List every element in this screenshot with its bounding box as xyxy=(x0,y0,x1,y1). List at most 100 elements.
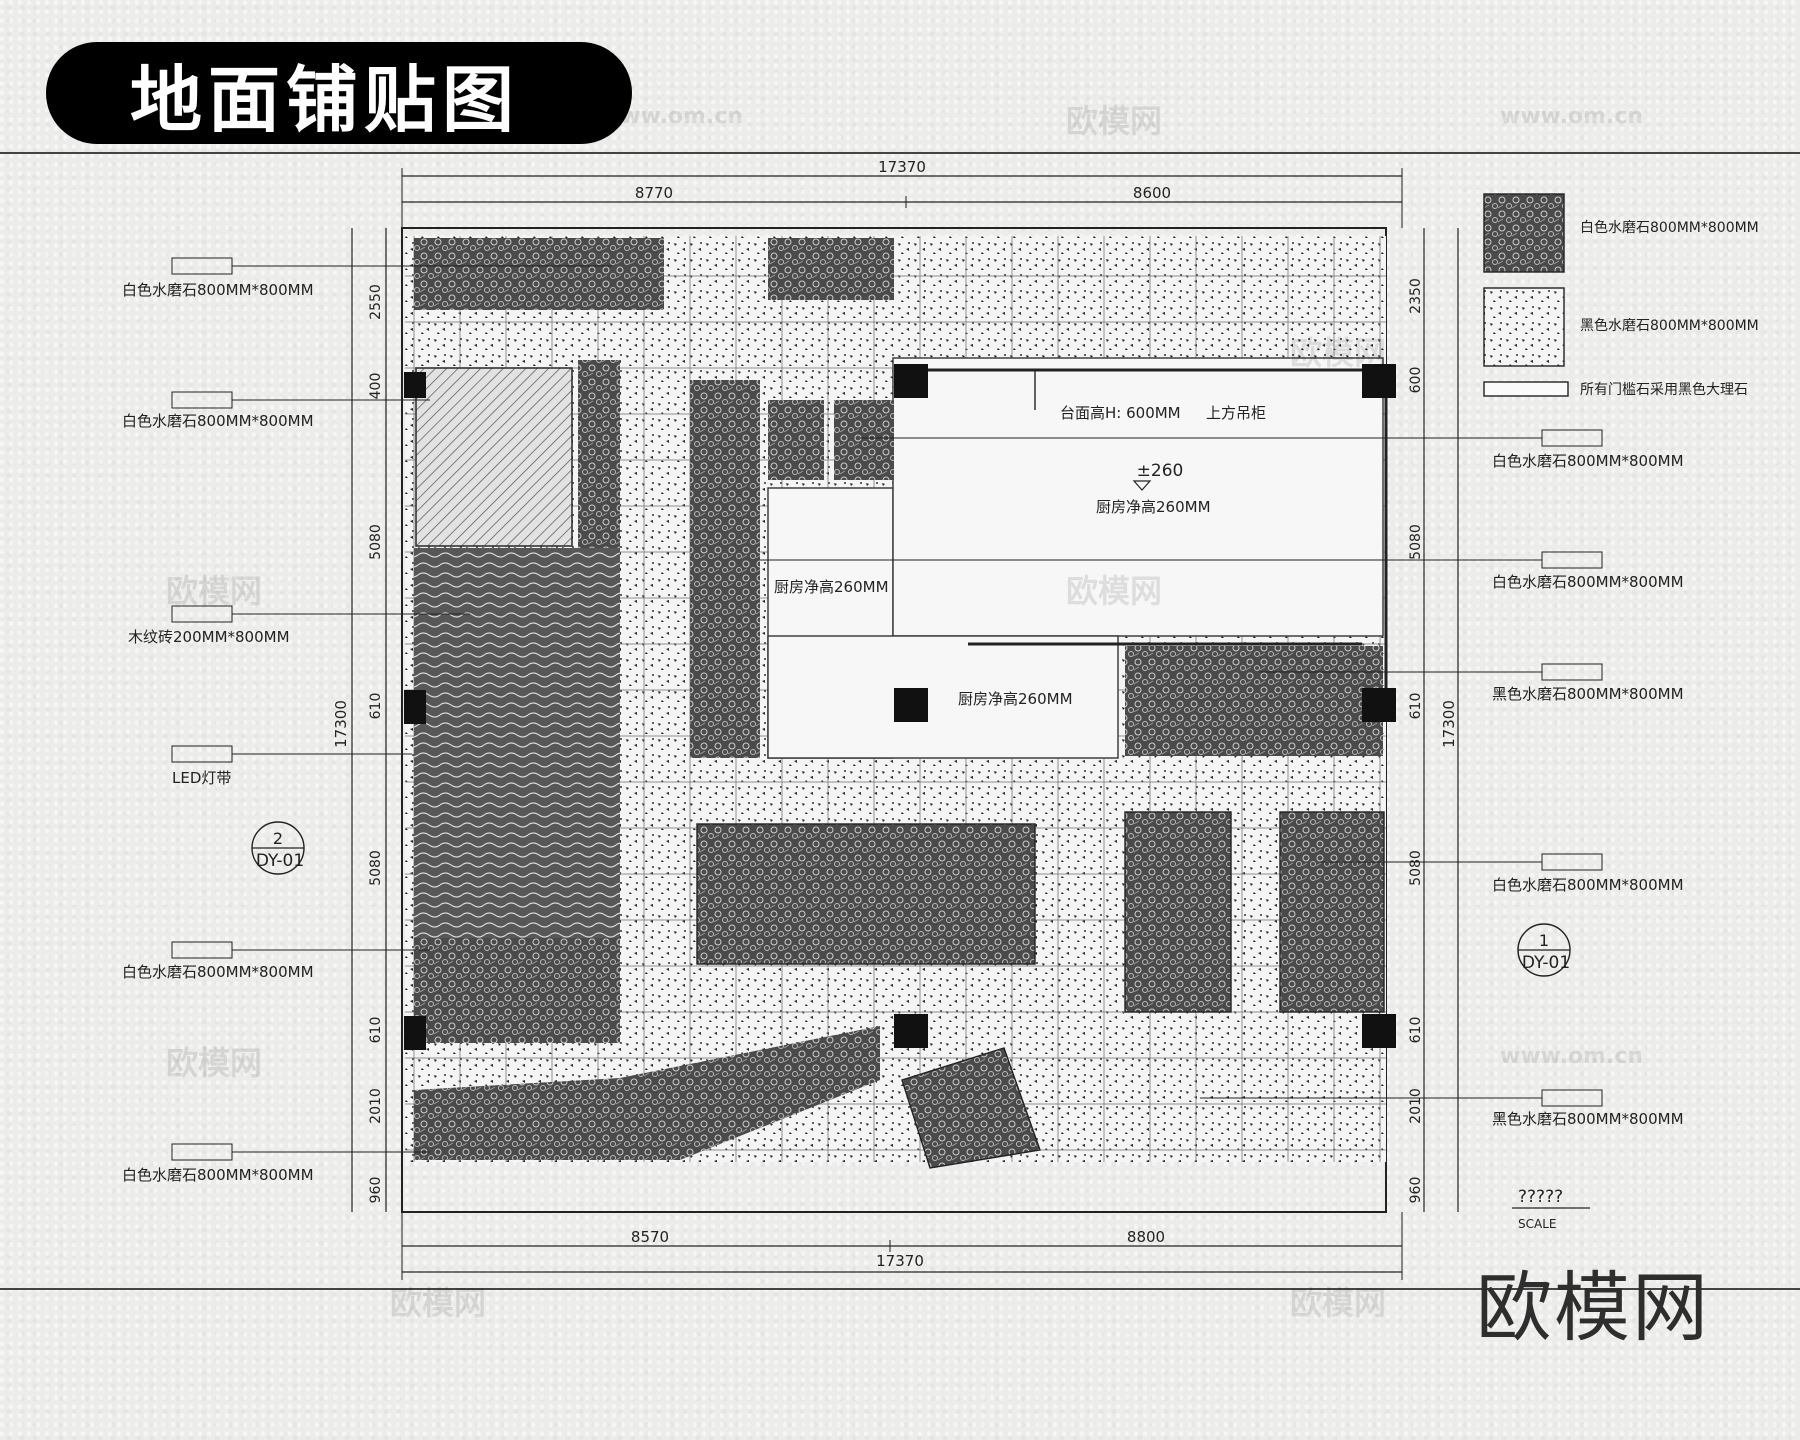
callout-right: 黑色水磨石800MM*800MM xyxy=(1200,1089,1684,1128)
right-callouts: 白色水磨石800MM*800MM 白色水磨石800MM*800MM 黑色水磨石8… xyxy=(760,429,1684,1128)
column xyxy=(404,1016,426,1050)
column xyxy=(404,372,426,398)
dark-tile-stair-b xyxy=(834,400,894,480)
callout-left: 白色水磨石800MM*800MM xyxy=(122,257,612,299)
dim-bottom-total: 17370 xyxy=(876,1252,924,1270)
scale-value: ????? xyxy=(1518,1187,1563,1207)
callout-text: LED灯带 xyxy=(172,769,231,787)
dark-tile-diagonal-band xyxy=(414,1026,880,1160)
callout-right: 白色水磨石800MM*800MM xyxy=(1320,853,1684,894)
dim-top-right: 8600 xyxy=(1133,184,1171,202)
dim-left-seg: 5080 xyxy=(368,524,384,560)
section-code: DY-01 xyxy=(256,851,304,871)
left-callouts: 白色水磨石800MM*800MM 白色水磨石800MM*800MM 木纹砖200… xyxy=(122,257,612,1184)
callout-left: 白色水磨石800MM*800MM xyxy=(122,941,430,981)
section-marker-1: 1 DY-01 xyxy=(1517,923,1571,977)
bar-note: 上方吊柜 xyxy=(1206,404,1266,422)
dark-tile-rotated-block xyxy=(901,1047,1041,1169)
callout-left: 白色水磨石800MM*800MM xyxy=(122,1143,430,1184)
dim-bottom-left: 8570 xyxy=(631,1228,669,1246)
callout-text: 白色水磨石800MM*800MM xyxy=(122,963,314,981)
elevation-mark: ±260 xyxy=(1137,461,1184,481)
dim-left-seg: 400 xyxy=(368,373,384,400)
dim-left-seg: 2550 xyxy=(368,284,384,320)
column xyxy=(1362,1014,1396,1048)
dark-tile-right-column-a xyxy=(1124,811,1232,1013)
callout-left: LED灯带 xyxy=(171,745,412,787)
watermark: 欧模网 xyxy=(1290,334,1387,372)
dim-left-seg: 610 xyxy=(368,1017,384,1044)
column xyxy=(894,1014,928,1048)
callout-left: 木纹砖200MM*800MM xyxy=(128,605,470,646)
dim-right-seg: 5080 xyxy=(1408,850,1424,886)
elevation-triangle xyxy=(1132,480,1152,491)
watermark: 欧模网 xyxy=(1290,1284,1387,1322)
legend-label: 白色水磨石800MM*800MM xyxy=(1580,219,1759,236)
callout-text: 木纹砖200MM*800MM xyxy=(128,628,290,646)
watermark: 欧模网 xyxy=(166,572,263,610)
room-note: 厨房净高260MM xyxy=(958,690,1073,708)
legend-label: 所有门槛石采用黑色大理石 xyxy=(1580,381,1748,398)
dark-tile-right-column-b xyxy=(1279,811,1385,1013)
page-title: 地面铺贴图 xyxy=(130,57,521,142)
legend-swatch-light xyxy=(1483,287,1565,367)
section-number: 2 xyxy=(273,829,283,848)
dim-bottom-right: 8800 xyxy=(1127,1228,1165,1246)
room-note: 厨房净高260MM xyxy=(774,578,889,596)
watermark: 欧模网 xyxy=(1066,102,1163,140)
dim-top-left: 8770 xyxy=(635,184,673,202)
column xyxy=(894,364,928,398)
dim-right-seg: 600 xyxy=(1408,367,1424,394)
scale-label: SCALE xyxy=(1518,1217,1556,1231)
callout-text: 白色水磨石800MM*800MM xyxy=(1492,573,1684,591)
callout-right: 白色水磨石800MM*800MM xyxy=(760,551,1684,591)
kitchen-room-c xyxy=(767,635,1119,759)
callout-text: 黑色水磨石800MM*800MM xyxy=(1492,685,1684,703)
callout-right: 白色水磨石800MM*800MM xyxy=(860,429,1684,470)
wood-grain-tile xyxy=(414,548,620,938)
left-segment-labels: 2550 400 5080 610 5080 610 2010 960 xyxy=(368,284,384,1203)
legend-label: 黑色水磨石800MM*800MM xyxy=(1580,317,1759,334)
dark-tile-right-block xyxy=(1125,646,1383,756)
drawing-sheet xyxy=(0,152,1800,1290)
callout-text: 白色水磨石800MM*800MM xyxy=(1492,876,1684,894)
brand-logo-text: 欧模网 xyxy=(1476,1263,1710,1352)
dim-left-seg: 610 xyxy=(368,693,384,720)
right-segment-labels: 2350 600 5080 610 5080 610 2010 960 xyxy=(1408,278,1424,1203)
dim-right-seg: 2010 xyxy=(1408,1088,1424,1124)
callout-left: 白色水磨石800MM*800MM xyxy=(122,391,430,430)
legend-swatch-dark xyxy=(1483,193,1565,273)
callout-text: 白色水磨石800MM*800MM xyxy=(122,412,314,430)
dark-tile-strip-mid xyxy=(690,380,760,758)
dark-tile-top-left xyxy=(414,238,664,310)
dark-tile-stair-a xyxy=(768,400,824,480)
dark-tile-top-mid xyxy=(768,238,894,300)
callout-text: 白色水磨石800MM*800MM xyxy=(122,1166,314,1184)
section-number: 1 xyxy=(1539,931,1549,950)
column xyxy=(1362,364,1396,398)
dim-top-total: 17370 xyxy=(878,158,926,176)
dark-tile-lower-left xyxy=(414,938,620,1043)
column xyxy=(1362,688,1396,722)
dim-left-total: 17300 xyxy=(332,700,350,748)
dim-right-seg: 610 xyxy=(1408,1017,1424,1044)
dim-left-seg: 2010 xyxy=(368,1088,384,1124)
kitchen-room-b xyxy=(892,357,1384,637)
watermark: 欧模网 xyxy=(1066,572,1163,610)
watermark: 欧模网 xyxy=(166,1044,263,1082)
section-marker-2: 2 DY-01 xyxy=(251,821,305,875)
room-note: 厨房净高260MM xyxy=(1096,498,1211,516)
dark-tile-center-island xyxy=(696,823,1036,965)
section-code: DY-01 xyxy=(1522,953,1570,973)
callout-right: 黑色水磨石800MM*800MM xyxy=(1260,663,1684,703)
counter-note: 台面高H: 600MM xyxy=(1060,404,1181,422)
dim-right-total: 17300 xyxy=(1440,700,1458,748)
dim-right-seg: 960 xyxy=(1408,1177,1424,1204)
watermark: www.om.cn xyxy=(1500,1044,1644,1069)
watermark: www.om.cn xyxy=(600,104,744,129)
callout-text: 白色水磨石800MM*800MM xyxy=(122,281,314,299)
dim-left-seg: 5080 xyxy=(368,850,384,886)
legend-swatch-bar xyxy=(1483,381,1569,397)
callout-text: 白色水磨石800MM*800MM xyxy=(1492,452,1684,470)
